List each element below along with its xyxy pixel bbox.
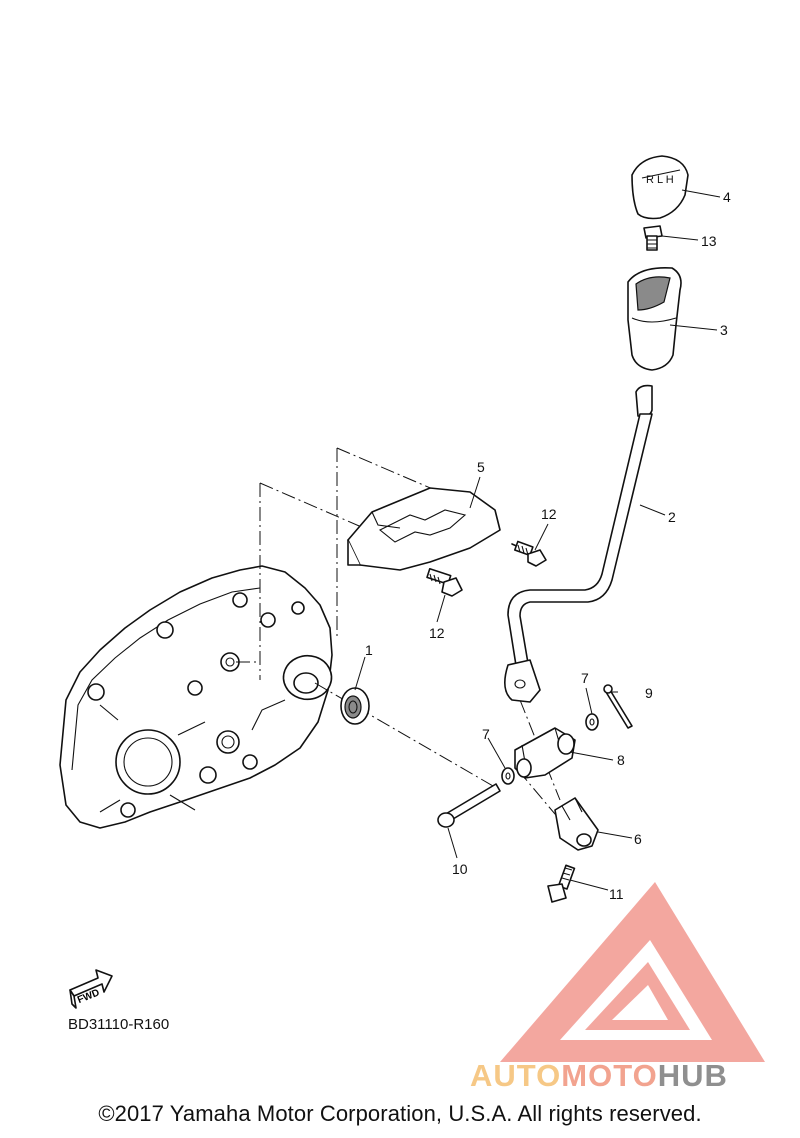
watermark-logo-icon	[500, 882, 765, 1062]
knob-pattern-label: R L H	[646, 174, 674, 186]
part-4-shift-knob-cap: R L H	[631, 155, 689, 220]
part-9-cotter-pin	[603, 684, 633, 729]
watermark-brand: AUTOMOTOHUB	[470, 1058, 728, 1094]
callout-8: 8	[617, 752, 625, 768]
part-7-washer-b	[501, 767, 515, 785]
part-12-bolt-upper	[511, 540, 547, 567]
part-7-washer-a	[585, 713, 599, 731]
part-10-pin	[437, 783, 501, 828]
callout-7-lower: 7	[482, 726, 490, 742]
brand-moto: MOTO	[561, 1058, 658, 1093]
fwd-arrow-icon: FWD	[69, 969, 113, 1009]
callout-10: 10	[452, 861, 468, 877]
callout-3: 3	[720, 322, 728, 338]
callouts: 1 2 3 4 5 6 7 7 8 9 10 11 12 12 13	[365, 189, 731, 902]
callout-7-upper: 7	[581, 670, 589, 686]
callout-5: 5	[477, 459, 485, 475]
part-12-bolt-lower	[426, 567, 463, 597]
part-13-screw	[643, 225, 663, 251]
callout-12-lower: 12	[429, 625, 445, 641]
part-2-shift-lever	[504, 384, 653, 703]
callout-6: 6	[634, 831, 642, 847]
diagram-code: BD31110-R160	[68, 1016, 170, 1033]
copyright-notice: ©2017 Yamaha Motor Corporation, U.S.A. A…	[98, 1101, 702, 1126]
brand-auto: AUTO	[470, 1058, 562, 1093]
callout-9: 9	[645, 685, 653, 701]
callout-13: 13	[701, 233, 717, 249]
part-3-knob-boot	[627, 266, 682, 371]
brand-hub: HUB	[657, 1058, 728, 1093]
part-6-lever-arm	[554, 797, 599, 851]
part-11-bolt	[547, 864, 576, 903]
engine-case-cover	[59, 565, 333, 829]
callout-4: 4	[723, 189, 731, 205]
part-1-oil-seal	[340, 687, 370, 725]
callout-1: 1	[365, 642, 373, 658]
leader-lines	[354, 189, 721, 891]
callout-2: 2	[668, 509, 676, 525]
callout-11: 11	[609, 886, 624, 902]
callout-12-upper: 12	[541, 506, 557, 522]
part-5-shift-guide	[347, 487, 501, 571]
part-8-bracket	[514, 727, 576, 779]
